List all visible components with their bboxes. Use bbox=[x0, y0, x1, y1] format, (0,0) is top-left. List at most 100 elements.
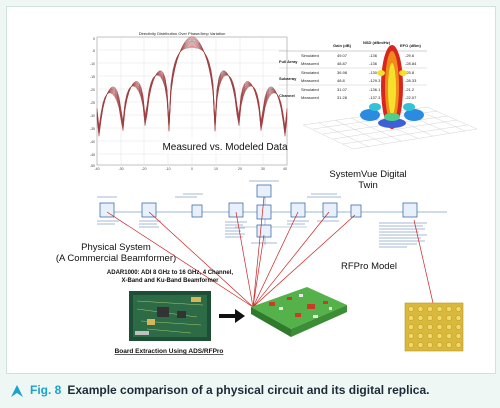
y-tick: -50 bbox=[90, 164, 95, 168]
board-label: Board Extraction Using ADS/RFPro bbox=[115, 348, 224, 355]
y-tick: -25 bbox=[90, 101, 95, 105]
physical-label-line2: (A Commercial Beamformer) bbox=[56, 253, 176, 264]
figure-caption: Fig. 8 Example comparison of a physical c… bbox=[30, 383, 429, 397]
pattern-curve bbox=[96, 36, 288, 132]
table-cell: Simulated bbox=[301, 70, 319, 75]
caption-bar: Fig. 8 Example comparison of a physical c… bbox=[0, 374, 500, 408]
caption-arrow-icon bbox=[11, 385, 23, 397]
caption-fig-label: Fig. 8 bbox=[30, 383, 62, 397]
schematic-block bbox=[191, 204, 203, 218]
caption-body: Example comparison of a physical circuit… bbox=[67, 383, 430, 397]
pad-dot bbox=[417, 333, 424, 339]
twin-label-line1: SystemVue Digital bbox=[329, 169, 406, 180]
table-cell: -136 bbox=[369, 53, 378, 58]
table-cell: -28.84 bbox=[405, 61, 417, 66]
table-cell: Measured bbox=[301, 78, 319, 83]
results-table: Gain (dB) NSD (dBm/Hz) EFO (dBm) Full Ar… bbox=[279, 40, 427, 100]
pad-dot bbox=[455, 333, 462, 339]
figure-canvas: Directivity Distribution Over Phase/Amp … bbox=[56, 31, 478, 355]
pad-dot bbox=[417, 306, 424, 312]
table-cell: -136 bbox=[369, 61, 378, 66]
pad-dot bbox=[427, 324, 433, 330]
pad-dot bbox=[436, 333, 443, 339]
y-tick: -10 bbox=[90, 62, 95, 66]
x-tick: 0 bbox=[191, 167, 193, 171]
y-tick: -40 bbox=[90, 140, 95, 144]
table-group: Subarray bbox=[279, 76, 297, 81]
table-cell: -137.3 bbox=[369, 95, 381, 100]
x-tick: -10 bbox=[165, 167, 170, 171]
schematic-block bbox=[141, 202, 157, 218]
schematic-block bbox=[322, 202, 338, 218]
table-cell: 36.98 bbox=[337, 70, 348, 75]
table-cell: 31.07 bbox=[337, 87, 348, 92]
red-arrows bbox=[106, 196, 434, 308]
x-tick: 20 bbox=[238, 167, 242, 171]
table-cell: -29.6 bbox=[405, 53, 415, 58]
schematic-block bbox=[256, 184, 272, 198]
radiation-plot: Directivity Distribution Over Phase/Amp … bbox=[90, 31, 288, 171]
plot-label: Measured vs. Modeled Data bbox=[162, 142, 288, 153]
table-header: NSD (dBm/Hz) bbox=[363, 40, 391, 45]
table-cell: Simulated bbox=[301, 53, 319, 58]
x-tick: -40 bbox=[94, 167, 99, 171]
adar-line1: ADAR1000: ADI 8 GHz to 16 GHz, 4 Channel… bbox=[107, 270, 233, 276]
schematic-block bbox=[99, 202, 115, 218]
table-cell: 31.28 bbox=[337, 95, 348, 100]
table-header: EFO (dBm) bbox=[400, 43, 422, 48]
y-tick: -20 bbox=[90, 88, 95, 92]
pad-dot bbox=[427, 306, 433, 312]
table-cell: -25.8 bbox=[405, 70, 415, 75]
table-cell: 48.8 bbox=[337, 78, 346, 83]
schematic bbox=[97, 180, 447, 248]
table-cell: 48.87 bbox=[337, 61, 348, 66]
pad-dot bbox=[455, 324, 462, 330]
pad-array bbox=[404, 302, 464, 352]
pad-dot bbox=[455, 306, 462, 312]
table-cell: 49.07 bbox=[337, 53, 348, 58]
pad-dot bbox=[455, 315, 462, 321]
pad-dot bbox=[408, 315, 414, 321]
pad-dot bbox=[417, 324, 424, 330]
schematic-block bbox=[256, 204, 272, 220]
table-cell: Measured bbox=[301, 61, 319, 66]
schematic-block bbox=[228, 202, 244, 218]
table-header: Gain (dB) bbox=[333, 43, 352, 48]
pad-dot bbox=[446, 342, 452, 348]
schematic-block bbox=[350, 204, 362, 218]
table-cell: -136.1 bbox=[369, 87, 381, 92]
x-tick: -20 bbox=[141, 167, 146, 171]
table-group: Channel bbox=[279, 93, 295, 98]
table-cell: -22.07 bbox=[405, 95, 417, 100]
table-cell: -130 bbox=[369, 70, 378, 75]
x-tick: 40 bbox=[283, 167, 287, 171]
y-tick: -45 bbox=[90, 153, 95, 157]
pad-dot bbox=[455, 342, 462, 348]
x-tick: 30 bbox=[261, 167, 265, 171]
y-tick: -35 bbox=[90, 127, 95, 131]
table-cell: -129.3 bbox=[369, 78, 381, 83]
pad-dot bbox=[446, 306, 452, 312]
adar-line2: X-Band and Ku-Band Beamformer bbox=[121, 278, 219, 284]
radiation-pattern-3d bbox=[302, 45, 478, 150]
x-tick: -30 bbox=[118, 167, 123, 171]
pattern-curves bbox=[96, 36, 288, 137]
pad-dot bbox=[408, 342, 414, 348]
extracted-board bbox=[251, 287, 347, 337]
pad-dot bbox=[436, 306, 443, 312]
pad-dot bbox=[427, 342, 433, 348]
table-group: Full Array bbox=[279, 59, 298, 64]
table-cell: -21.2 bbox=[405, 87, 415, 92]
y-tick: 0 bbox=[93, 37, 95, 41]
y-tick: -5 bbox=[92, 49, 95, 53]
physical-label-line1: Physical System bbox=[81, 242, 151, 253]
y-tick: -30 bbox=[90, 114, 95, 118]
pad-dot bbox=[436, 342, 443, 348]
pad-dot bbox=[436, 324, 443, 330]
pad-dot bbox=[446, 333, 452, 339]
y-tick: -15 bbox=[90, 75, 95, 79]
pad-dot bbox=[408, 324, 414, 330]
x-tick: 10 bbox=[214, 167, 218, 171]
schematic-block bbox=[290, 202, 306, 218]
